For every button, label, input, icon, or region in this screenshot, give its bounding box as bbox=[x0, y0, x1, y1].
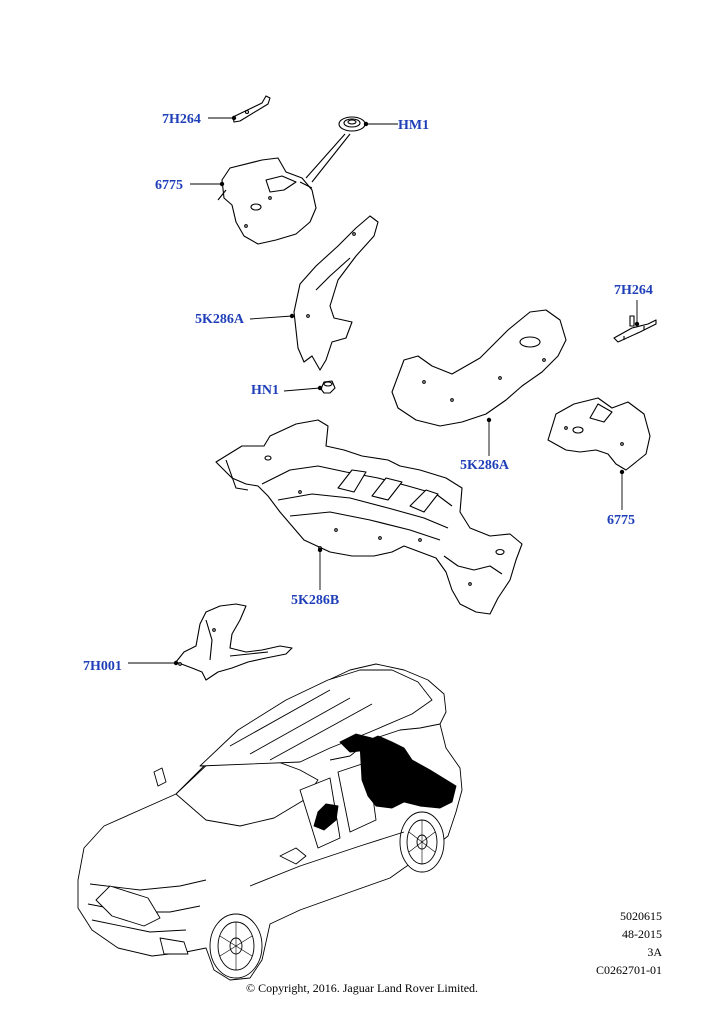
heat-shield-6775-left[interactable] bbox=[217, 157, 317, 245]
meta-line-4: C0262701-01 bbox=[596, 963, 662, 977]
heat-shield-5k286b-floor[interactable] bbox=[215, 419, 523, 615]
callout-5k286a-upper[interactable]: 5K286A bbox=[195, 312, 244, 327]
callout-hm1[interactable]: HM1 bbox=[398, 118, 430, 133]
heat-shield-6775-right[interactable] bbox=[547, 397, 651, 471]
meta-line-3: 3A bbox=[647, 945, 662, 959]
callout-6775-left[interactable]: 6775 bbox=[155, 178, 183, 193]
callout-7h264-top[interactable]: 7H264 bbox=[162, 112, 201, 127]
callout-7h001[interactable]: 7H001 bbox=[83, 659, 122, 674]
grommet-hm1[interactable] bbox=[305, 116, 366, 183]
nut-hn1[interactable] bbox=[320, 380, 336, 394]
callout-5k286a-right[interactable]: 5K286A bbox=[460, 458, 509, 473]
callout-7h264-right[interactable]: 7H264 bbox=[614, 283, 653, 298]
bracket-7h001[interactable] bbox=[175, 603, 293, 681]
callout-hn1[interactable]: HN1 bbox=[251, 383, 279, 398]
heat-shield-5k286a-upper[interactable] bbox=[293, 215, 379, 371]
callout-5k286b[interactable]: 5K286B bbox=[291, 593, 340, 608]
callout-6775-right[interactable]: 6775 bbox=[607, 513, 635, 528]
bracket-7h264-right[interactable] bbox=[613, 315, 657, 343]
vehicle-illustration bbox=[77, 663, 463, 981]
leader-dots bbox=[173, 115, 640, 666]
heat-shield-5k286a-right[interactable] bbox=[391, 309, 567, 427]
meta-line-2: 48-2015 bbox=[622, 927, 662, 941]
bracket-7h264-top[interactable] bbox=[232, 95, 271, 123]
copyright-notice: © Copyright, 2016. Jaguar Land Rover Lim… bbox=[245, 981, 479, 995]
leader-lines bbox=[128, 117, 638, 664]
meta-line-1: 5020615 bbox=[620, 909, 662, 923]
